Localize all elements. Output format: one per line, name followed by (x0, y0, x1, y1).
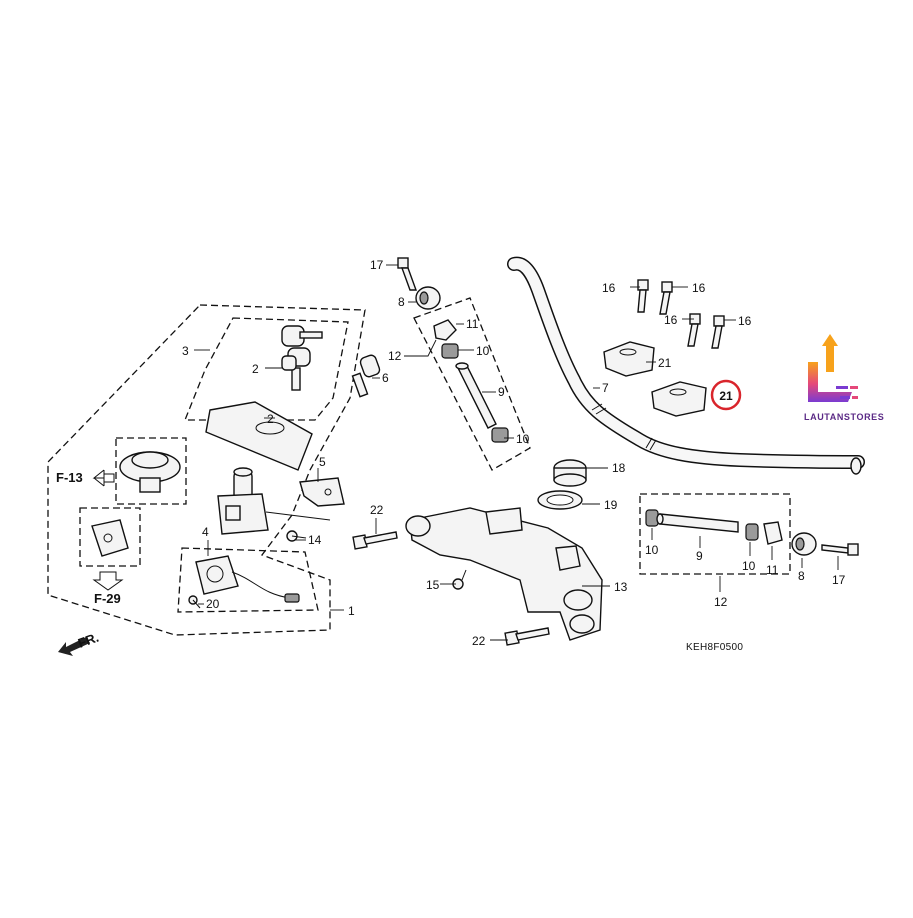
top-bridge-13 (405, 507, 603, 641)
brand-name: LAUTANSTORES (804, 412, 884, 422)
callout-3: 3 (182, 344, 189, 358)
fuel-cap (119, 451, 181, 493)
bolt-20 (188, 595, 201, 609)
cover-hole (255, 421, 285, 435)
damper-9-left (455, 362, 497, 429)
callout-11-right: 11 (766, 563, 779, 577)
callout-4: 4 (202, 525, 209, 539)
ignition-switch (217, 467, 331, 535)
f29-box (79, 507, 141, 567)
callout-2-cover: 2 (267, 412, 274, 426)
callout-16-b: 16 (692, 281, 706, 295)
callout-21: 21 (658, 356, 672, 370)
callout-12-left: 12 (388, 349, 402, 363)
callout-22-upper: 22 (370, 503, 384, 517)
bolt-16-c (687, 313, 701, 347)
callout-17-right: 17 (832, 573, 846, 587)
handlebar-clamp-upper (603, 341, 655, 377)
callout-11-left: 11 (466, 317, 479, 331)
bolt-22-upper (352, 531, 398, 550)
logo-arrow-icon (822, 334, 838, 372)
ref-f29: F-29 (94, 591, 121, 606)
callout-20: 20 (206, 597, 220, 611)
handlebar-clamp-lower (651, 381, 707, 417)
key-6 (351, 354, 381, 398)
washer-19 (537, 490, 583, 510)
front-label: FR. (76, 630, 101, 651)
f13-box (115, 437, 187, 505)
bolt-15 (452, 569, 467, 590)
callout-13: 13 (614, 580, 628, 594)
callout-10-right-b: 10 (742, 559, 756, 573)
f29-arrow (92, 571, 124, 591)
key-set (281, 325, 323, 391)
highlight-label: 21 (719, 389, 733, 403)
callout-5: 5 (319, 455, 326, 469)
callout-1: 1 (348, 604, 355, 618)
lock-cover-plate (205, 401, 313, 471)
callout-16-a: 16 (602, 281, 616, 295)
bolt-22-lower (504, 627, 550, 646)
callout-10-left-b: 10 (516, 432, 530, 446)
steering-stem-nut-18 (553, 459, 587, 487)
callout-22-lower: 22 (472, 634, 486, 648)
bolt-17-left (397, 257, 417, 291)
callout-14: 14 (308, 533, 322, 547)
callout-9-right: 9 (696, 549, 703, 563)
assembly-boundary-3 (184, 317, 349, 421)
group-12-right (639, 493, 791, 575)
spacer-10-left-bottom (491, 427, 509, 443)
callout-10-right-a: 10 (645, 543, 659, 557)
callout-10-left-a: 10 (476, 344, 490, 358)
callout-8-right: 8 (798, 569, 805, 583)
callout-18: 18 (612, 461, 626, 475)
callout-2-keys: 2 (252, 362, 259, 376)
brand-logo: LAUTANSTORES (804, 334, 884, 422)
highlighted-part-21: 21 (710, 379, 742, 411)
bolt-14 (286, 530, 307, 542)
bolt-16-a (637, 279, 649, 313)
bolt-17-right (821, 543, 859, 556)
callout-12-right: 12 (714, 595, 728, 609)
lock-unit-4 (195, 555, 300, 603)
callout-19: 19 (604, 498, 618, 512)
callout-9-left: 9 (498, 385, 505, 399)
logo-l-mark (808, 362, 852, 402)
callout-17-left: 17 (370, 258, 384, 272)
latch-part (91, 519, 129, 557)
assembly-boundary-4 (177, 547, 319, 613)
callout-8-left: 8 (398, 295, 405, 309)
callout-6: 6 (382, 371, 389, 385)
spacer-10-left-top (441, 343, 459, 359)
leader-lines (194, 264, 839, 641)
callout-16-d: 16 (738, 314, 752, 328)
callout-15: 15 (426, 578, 440, 592)
callout-16-c: 16 (664, 313, 678, 327)
bolt-16-d (711, 315, 725, 349)
damper-9-right (656, 513, 739, 533)
rubber-8-left (415, 286, 441, 310)
ref-f13: F-13 (56, 470, 83, 485)
spacer-10-right-a (645, 509, 659, 527)
bracket-5 (299, 477, 345, 507)
f13-arrow (92, 469, 115, 487)
spacer-10-right-b (745, 523, 759, 541)
collar-11-left (433, 319, 457, 341)
diagram-code: KEH8F0500 (686, 642, 743, 653)
rubber-8-right (791, 532, 817, 556)
front-direction-arrow (58, 637, 90, 656)
bolt-16-b (659, 281, 673, 315)
callout-7: 7 (602, 381, 609, 395)
collar-11-right (763, 521, 783, 545)
group-12-left (413, 297, 531, 471)
